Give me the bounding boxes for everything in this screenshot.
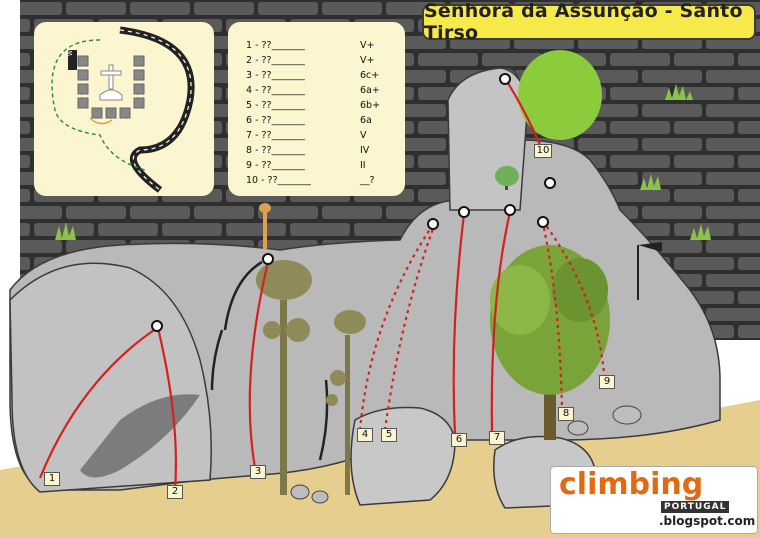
- pebbles: [290, 405, 642, 504]
- climbing-portugal-logo[interactable]: climbing PORTUGAL .blogspot.com: [550, 466, 758, 534]
- logo-word: climbing: [559, 467, 704, 502]
- route-number-label: 1: [44, 472, 60, 486]
- route-number-label: 9: [599, 375, 615, 389]
- route-line-6: [452, 213, 466, 436]
- legend-route-grade: II: [360, 160, 366, 171]
- legend-route-name: 4 - ??_______: [246, 85, 305, 96]
- legend-route-name: 1 - ??_______: [246, 40, 305, 51]
- route-number-label: 6: [451, 433, 467, 447]
- front-boulder: [350, 406, 456, 506]
- legend-route-name: 2 - ??_______: [246, 55, 305, 66]
- rock-cracks: [210, 260, 329, 461]
- route-number-label: 8: [558, 407, 574, 421]
- route-line-9: [544, 223, 607, 386]
- legend-route-name: 7 - ??_______: [246, 130, 305, 141]
- legend-route-name: 3 - ??_______: [246, 70, 305, 81]
- legend-route-grade: IV: [360, 145, 370, 156]
- logo-domain: .blogspot.com: [659, 514, 756, 528]
- legend-route-grade: 6b+: [360, 100, 381, 111]
- small-tree: [495, 166, 519, 190]
- route-number-label: 7: [489, 431, 505, 445]
- route-lines: [38, 79, 607, 491]
- olive-trees: [256, 203, 366, 495]
- legend-route-grade: 6a+: [360, 85, 380, 96]
- anchors: [151, 73, 556, 332]
- route-number-label: 5: [381, 428, 397, 442]
- legend-route-name: 6 - ??_______: [246, 115, 305, 126]
- boulder-shadow: [80, 394, 200, 478]
- map-drawing: [34, 22, 214, 196]
- legend-route-grade: 6c+: [360, 70, 380, 81]
- route-number-label: 3: [250, 465, 266, 479]
- legend-route-grade: __?: [360, 175, 375, 186]
- route-number-label: 2: [167, 485, 183, 499]
- map-wc-label: WC: [67, 45, 74, 56]
- title-banner: Senhora da Assunção - Santo Tirso: [422, 0, 756, 44]
- legend-route-name: 8 - ??_______: [246, 145, 305, 156]
- route-legend: 1 - ??_______ V+ 2 - ??_______ V+ 3 - ??…: [228, 22, 405, 196]
- page-title: Senhora da Assunção - Santo Tirso: [424, 0, 743, 44]
- legend-route-grade: V+: [360, 55, 375, 66]
- route-line-1: [38, 327, 158, 479]
- route-line-4: [358, 225, 433, 431]
- logo-subtitle: PORTUGAL: [661, 501, 730, 513]
- route-line-7: [490, 211, 512, 433]
- route-number-label: 10: [534, 144, 552, 158]
- legend-route-grade: 6a: [360, 115, 372, 126]
- top-bush: [518, 50, 602, 140]
- route-number-label: 4: [357, 428, 373, 442]
- route-line-3: [248, 261, 270, 469]
- legend-route-name: 5 - ??_______: [246, 100, 305, 111]
- route-line-8: [541, 223, 564, 413]
- legend-route-name: 10 - ??_______: [246, 175, 311, 186]
- legend-route-name: 9 - ??_______: [246, 160, 305, 171]
- rock-pinnacle: [447, 67, 529, 211]
- route-line-2: [156, 327, 177, 491]
- route-line-5: [383, 225, 436, 431]
- route-line-10: [505, 79, 542, 146]
- legend-route-grade: V+: [360, 40, 375, 51]
- legend-route-grade: V: [360, 130, 367, 141]
- flag-pole: [637, 242, 662, 300]
